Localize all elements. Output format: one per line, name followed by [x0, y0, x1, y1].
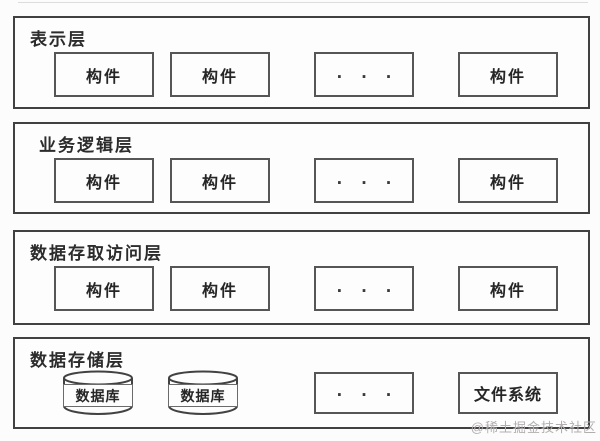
database-label: 数据库 — [63, 384, 133, 407]
component-label: 构件 — [489, 174, 526, 192]
layer-data-access-label: 数据存取访问层 — [30, 244, 163, 263]
component-box: 构件 — [458, 158, 558, 203]
ellipsis-box: . . . — [314, 372, 414, 414]
component-box: 构件 — [170, 158, 270, 203]
ellipsis-label: . . . — [336, 61, 399, 83]
file-system-label: 文件系统 — [473, 387, 542, 404]
component-box: 构件 — [458, 52, 558, 97]
component-label: 构件 — [85, 174, 122, 192]
component-label: 构件 — [201, 282, 238, 300]
component-label: 构件 — [489, 282, 526, 300]
component-label: 构件 — [201, 68, 238, 86]
ellipsis-box: . . . — [314, 158, 414, 203]
layer-data-storage: 数据存储层 数据库 数据库 . . . 文件系统 — [13, 337, 590, 429]
database-cylinder: 数据库 — [167, 370, 239, 415]
component-label: 构件 — [489, 68, 526, 86]
component-box: 构件 — [54, 52, 154, 97]
component-box: 构件 — [170, 52, 270, 97]
watermark: @稀土掘金技术社区 — [470, 420, 597, 435]
ellipsis-label: . . . — [336, 380, 399, 401]
layer-business-logic-label: 业务逻辑层 — [39, 136, 134, 155]
component-box: 构件 — [458, 266, 558, 311]
layer-presentation: 表示层 构件 构件 . . . 构件 — [13, 16, 590, 109]
database-label: 数据库 — [168, 384, 238, 407]
database-cylinder: 数据库 — [62, 370, 134, 415]
ellipsis-box: . . . — [314, 266, 414, 311]
layer-business-logic: 业务逻辑层 构件 构件 . . . 构件 — [13, 122, 590, 214]
ellipsis-label: . . . — [336, 167, 399, 189]
layer-data-access: 数据存取访问层 构件 构件 . . . 构件 — [13, 230, 590, 325]
component-box: 构件 — [54, 158, 154, 203]
component-label: 构件 — [85, 68, 122, 86]
component-box: 构件 — [170, 266, 270, 311]
component-box: 构件 — [54, 266, 154, 311]
component-label: 构件 — [201, 174, 238, 192]
component-label: 构件 — [85, 282, 122, 300]
ellipsis-box: . . . — [314, 52, 414, 97]
file-system-box: 文件系统 — [458, 372, 558, 414]
ellipsis-label: . . . — [336, 275, 399, 297]
layer-presentation-label: 表示层 — [30, 30, 87, 49]
top-edge-line — [18, 2, 588, 3]
layer-data-storage-label: 数据存储层 — [30, 351, 125, 370]
